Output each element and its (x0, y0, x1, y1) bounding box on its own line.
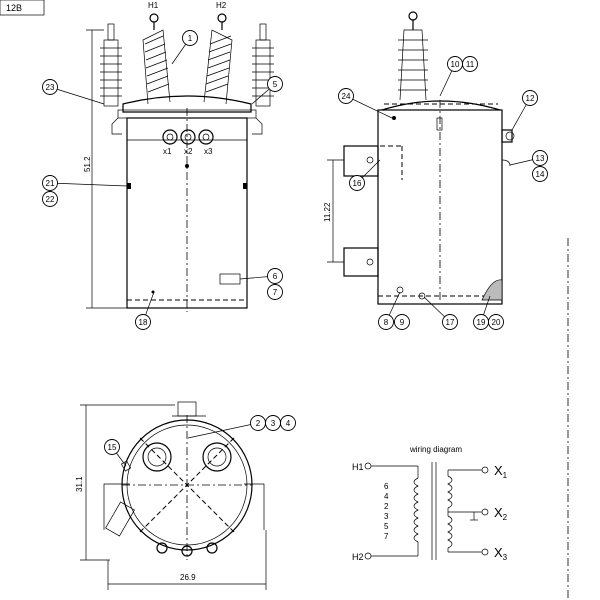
top-width-dim: 26.9 (180, 573, 196, 582)
wiring-title: wiring diagram (409, 445, 462, 454)
callout-leader-21 (49, 182, 128, 187)
wiring-h1: H1 (352, 462, 364, 472)
callout-number-22: 22 (46, 195, 55, 204)
tap-1: 4 (384, 492, 389, 501)
callout-leader-23 (49, 86, 105, 105)
callout-circle-1 (182, 30, 198, 46)
corner-tag: 12B (0, 0, 45, 16)
callout-circle-15 (104, 439, 120, 455)
tap-5: 7 (384, 532, 389, 541)
tap-3: 3 (384, 512, 389, 521)
callout-circle-7 (267, 284, 283, 300)
label-x1: x1 (163, 147, 172, 156)
callout-number-2: 2 (256, 419, 261, 428)
callout-circle-8 (378, 314, 394, 330)
wiring-x2: X2 (494, 505, 508, 522)
front-secondary-bushings (162, 129, 214, 145)
callout-number-9: 9 (400, 318, 405, 327)
wiring-x1: X1 (494, 463, 508, 480)
callout-number-17: 17 (446, 318, 455, 327)
callout-number-10: 10 (451, 60, 460, 69)
side-bracket-dim: 11.22 (323, 202, 332, 222)
top-view: 31.1 26.9 (75, 401, 267, 590)
front-cover (122, 95, 252, 113)
callout-number-19: 19 (477, 318, 486, 327)
callout-circle-4 (280, 415, 296, 431)
callout-circle-20 (488, 314, 504, 330)
wiring-diagram: wiring diagram H1 H2 6 4 2 3 5 7 X1 (352, 445, 508, 562)
callout-number-12: 12 (526, 94, 535, 103)
side-bushing (398, 11, 428, 101)
front-height-dim: 51.2 (83, 156, 92, 172)
callout-number-6: 6 (273, 272, 278, 281)
callout-circle-18 (135, 314, 151, 330)
callout-number-21: 21 (46, 179, 55, 188)
callout-number-4: 4 (286, 419, 291, 428)
callout-number-8: 8 (384, 318, 389, 327)
callout-number-20: 20 (492, 318, 501, 327)
front-arrester-left (100, 23, 122, 107)
front-bushing-h2 (203, 13, 233, 105)
tap-2: 2 (384, 502, 389, 511)
callout-circle-24 (338, 88, 354, 104)
callout-circle-6 (267, 268, 283, 284)
callout-number-3: 3 (271, 419, 276, 428)
callout-number-16: 16 (353, 179, 362, 188)
callout-number-7: 7 (273, 288, 278, 297)
corner-tag-text: 12B (6, 3, 22, 13)
side-bracket-upper (343, 145, 379, 177)
callout-circle-22 (42, 191, 58, 207)
callout-number-24: 24 (342, 92, 351, 101)
callout-number-23: 23 (46, 83, 55, 92)
callout-number-15: 15 (108, 443, 117, 452)
label-h2: H2 (216, 1, 227, 10)
side-view: 11.22 (323, 11, 515, 305)
wiring-h2: H2 (352, 552, 364, 562)
label-h1: H1 (148, 1, 159, 10)
callout-circle-14 (532, 166, 548, 182)
callout-leader-24 (345, 95, 393, 119)
front-arrester-right (252, 23, 274, 107)
wiring-x3: X3 (494, 545, 508, 562)
tap-4: 5 (384, 522, 389, 531)
callout-circle-23 (42, 79, 58, 95)
callout-number-11: 11 (466, 60, 475, 69)
front-view: H1 H2 x1 x2 x3 51.2 (83, 1, 274, 312)
front-bushing-h1 (142, 13, 171, 105)
callout-circle-5 (267, 76, 283, 92)
label-x3: x3 (204, 147, 213, 156)
callout-number-14: 14 (536, 170, 545, 179)
callout-leader-2 (187, 422, 259, 439)
callout-circle-9 (394, 314, 410, 330)
callout-circle-11 (462, 56, 478, 72)
callout-circle-13 (532, 150, 548, 166)
side-tank (377, 109, 503, 305)
callout-circle-12 (522, 90, 538, 106)
top-height-dim: 31.1 (75, 476, 84, 492)
callout-number-1: 1 (188, 34, 193, 43)
label-x2: x2 (184, 147, 193, 156)
tap-0: 6 (384, 482, 389, 491)
callout-circle-16 (349, 175, 365, 191)
callout-circle-17 (442, 314, 458, 330)
callout-number-13: 13 (536, 154, 545, 163)
callout-number-18: 18 (139, 318, 148, 327)
callout-number-5: 5 (273, 80, 278, 89)
callout-circle-21 (42, 175, 58, 191)
